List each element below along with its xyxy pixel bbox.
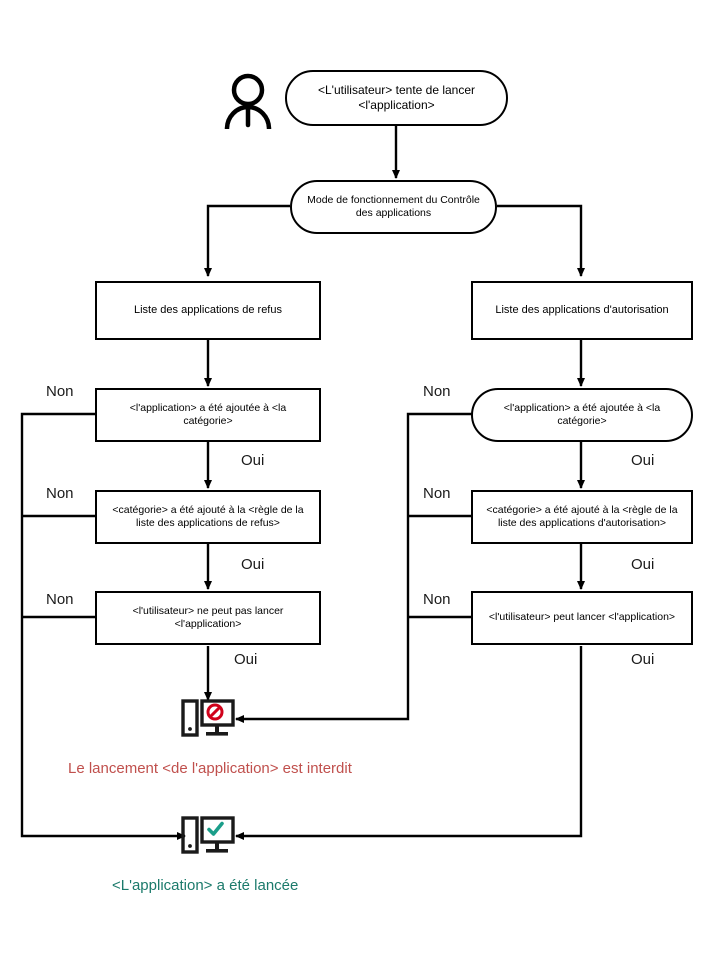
edge-label-left-non-1: Non xyxy=(46,383,74,400)
node-deny-cat-added-label: <catégorie> a été ajouté à la <règle de … xyxy=(112,503,304,529)
node-allow-cat-added-label: <catégorie> a été ajouté à la <règle de … xyxy=(486,503,678,529)
edge-label-right-non-1: Non xyxy=(423,383,451,400)
node-allow-list-label: Liste des applications d'autorisation xyxy=(495,303,669,316)
node-start-label: <L'utilisateur> tente de lancer <l'appli… xyxy=(317,83,476,112)
edge-label-left-oui-3: Oui xyxy=(234,651,258,668)
node-allow-list: Liste des applications d'autorisation xyxy=(471,281,693,340)
node-deny-result: <l'utilisateur> ne peut pas lancer <l'ap… xyxy=(95,591,321,645)
edge-label-right-non-3: Non xyxy=(423,591,451,608)
node-deny-list: Liste des applications de refus xyxy=(95,281,321,340)
node-mode: Mode de fonctionnement du Contrôle des a… xyxy=(290,180,497,234)
user-person-icon xyxy=(222,72,274,130)
blocked-caption: Le lancement <de l'application> est inte… xyxy=(68,760,352,777)
edge-label-right-non-2: Non xyxy=(423,485,451,502)
node-allow-app-added: <l'application> a été ajoutée à <la caté… xyxy=(471,388,693,442)
edge-label-right-oui-1: Oui xyxy=(631,452,655,469)
node-deny-result-label: <l'utilisateur> ne peut pas lancer <l'ap… xyxy=(132,604,284,630)
node-allow-result: <l'utilisateur> peut lancer <l'applicati… xyxy=(471,591,693,645)
node-deny-cat-added: <catégorie> a été ajouté à la <règle de … xyxy=(95,490,321,544)
launched-caption: <L'application> a été lancée xyxy=(112,877,299,894)
node-deny-list-label: Liste des applications de refus xyxy=(134,303,282,316)
node-start: <L'utilisateur> tente de lancer <l'appli… xyxy=(285,70,508,126)
node-deny-app-added-label: <l'application> a été ajoutée à <la caté… xyxy=(129,401,287,427)
node-mode-label: Mode de fonctionnement du Contrôle des a… xyxy=(307,193,480,219)
node-deny-app-added: <l'application> a été ajoutée à <la caté… xyxy=(95,388,321,442)
edge-label-right-oui-3: Oui xyxy=(631,651,655,668)
node-allow-app-added-label: <l'application> a été ajoutée à <la caté… xyxy=(503,401,661,427)
edge-label-left-oui-2: Oui xyxy=(241,556,265,573)
edge-label-left-non-2: Non xyxy=(46,485,74,502)
edge-label-left-oui-1: Oui xyxy=(241,452,265,469)
node-allow-result-label: <l'utilisateur> peut lancer <l'applicati… xyxy=(488,611,676,624)
edge-label-left-non-3: Non xyxy=(46,591,74,608)
computer-allowed-icon xyxy=(181,815,235,859)
node-allow-cat-added: <catégorie> a été ajouté à la <règle de … xyxy=(471,490,693,544)
computer-blocked-icon xyxy=(181,698,235,742)
edge-label-right-oui-2: Oui xyxy=(631,556,655,573)
